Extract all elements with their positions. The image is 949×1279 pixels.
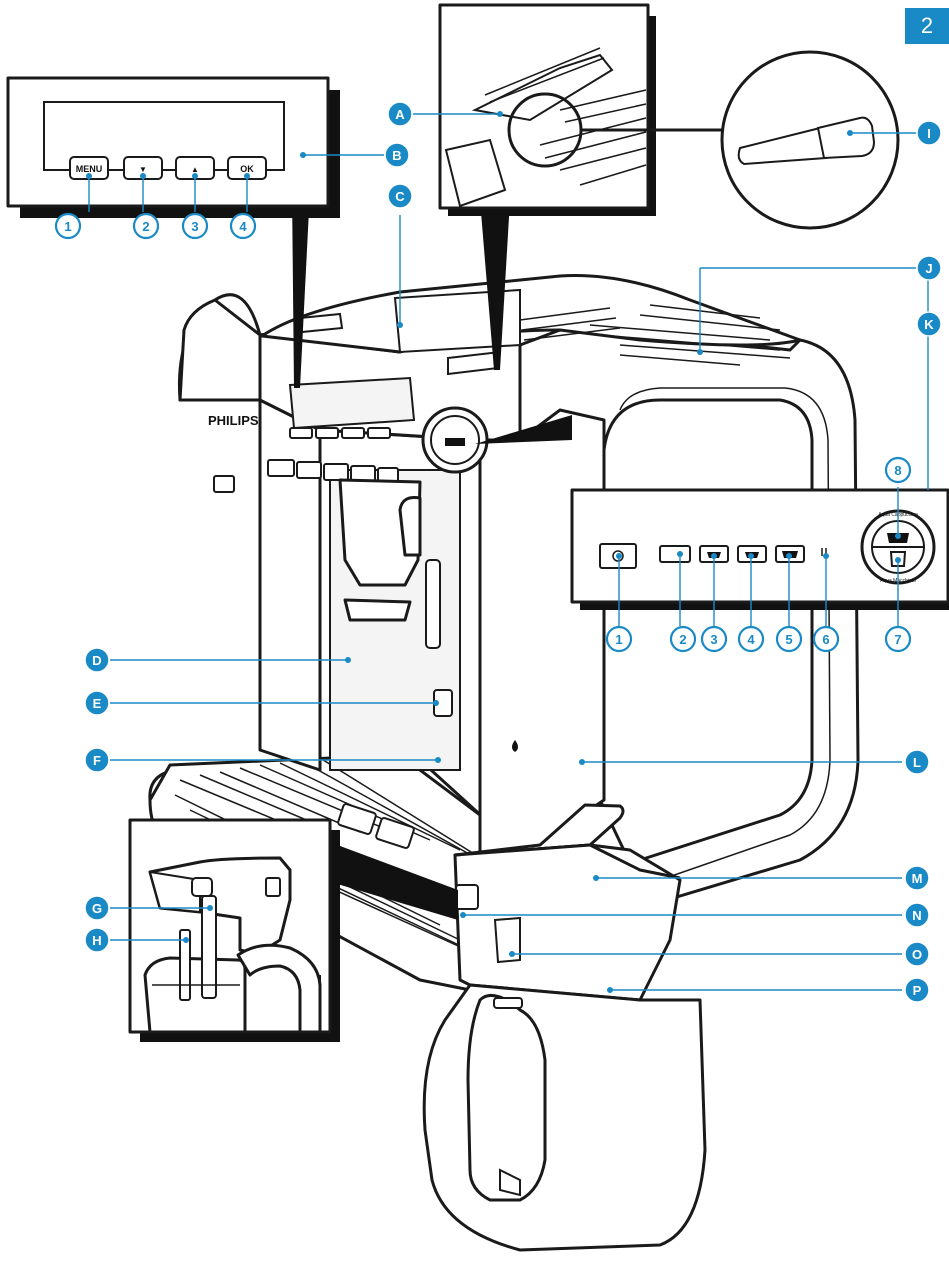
svg-text:3: 3 [191,219,198,234]
callout-A: A [387,101,413,127]
panel-callout-6: 6 [812,625,840,653]
panel-callout-5: 5 [775,625,803,653]
svg-text:K: K [924,317,934,332]
display-callout-3: 3 [181,212,209,240]
svg-text:6: 6 [822,632,829,647]
scoop-detail [720,50,900,230]
svg-text:J: J [925,261,932,276]
svg-text:L: L [913,755,921,770]
svg-text:B: B [392,148,401,163]
mini-espresso-button[interactable] [296,461,322,479]
callout-P: P [904,977,930,1003]
svg-text:MENU: MENU [76,164,103,174]
callout-J: J [916,255,942,281]
panel-callout-2: 2 [669,625,697,653]
brand-label: PHILIPS [208,413,259,428]
mini-down-button[interactable] [315,427,339,439]
callout-C: C [387,183,413,209]
svg-text:8: 8 [894,463,901,478]
svg-text:OK: OK [240,164,254,174]
svg-text:1: 1 [64,219,71,234]
svg-text:▲: ▲ [191,165,199,174]
panel-callout-4: 4 [737,625,765,653]
panel-callout-1: 1 [605,625,633,653]
button-panel-inset: Aqua Cappuccino Aqua Macchiato [475,415,949,610]
panel-callout-3: 3 [700,625,728,653]
svg-text:I: I [927,126,931,141]
svg-text:4: 4 [239,219,247,234]
mini-ok-button[interactable] [367,427,391,439]
callout-M: M [904,865,930,891]
mini-aroma-button[interactable] [267,459,295,477]
callout-B: B [384,142,410,168]
svg-text:7: 7 [894,632,901,647]
callout-N: N [904,902,930,928]
page-number: 2 [905,8,949,44]
panel-callout-7: 7 [884,625,912,653]
display-inset: MENU ▼ ▲ OK [6,76,340,388]
callout-K: K [916,311,942,337]
display-callout-2: 2 [132,212,160,240]
svg-text:2: 2 [679,632,686,647]
callout-E: E [84,690,110,716]
milk-jug-front [422,803,707,1252]
top-inset [438,3,740,370]
callout-O: O [904,941,930,967]
svg-text:A: A [395,107,405,122]
svg-text:E: E [93,696,102,711]
display-callout-4: 4 [229,212,257,240]
callout-D: D [84,647,110,673]
callout-H: H [84,927,110,953]
svg-text:M: M [912,871,923,886]
svg-text:F: F [93,753,101,768]
display-callout-1: 1 [54,212,82,240]
mini-up-button[interactable] [341,427,365,439]
callout-L: L [904,749,930,775]
mini-power-button[interactable] [213,475,235,493]
callout-G: G [84,895,110,921]
svg-text:▼: ▼ [139,165,147,174]
milk-tube-inset [128,818,458,1042]
svg-text:N: N [912,908,921,923]
svg-text:5: 5 [785,632,792,647]
svg-text:H: H [92,933,101,948]
callout-leaders [86,111,929,993]
mini-coffee-button[interactable] [323,463,349,481]
svg-text:D: D [92,653,101,668]
svg-text:C: C [395,189,405,204]
svg-text:P: P [913,983,922,998]
display-button-up[interactable]: ▲ [175,156,215,180]
svg-text:3: 3 [710,632,717,647]
panel-callout-8: 8 [884,456,912,484]
mini-menu-button[interactable] [289,427,313,439]
svg-text:1: 1 [615,632,622,647]
svg-text:O: O [912,947,922,962]
svg-text:2: 2 [142,219,149,234]
callout-I: I [916,120,942,146]
callout-F: F [84,747,110,773]
svg-text:G: G [92,901,102,916]
svg-text:4: 4 [747,632,755,647]
